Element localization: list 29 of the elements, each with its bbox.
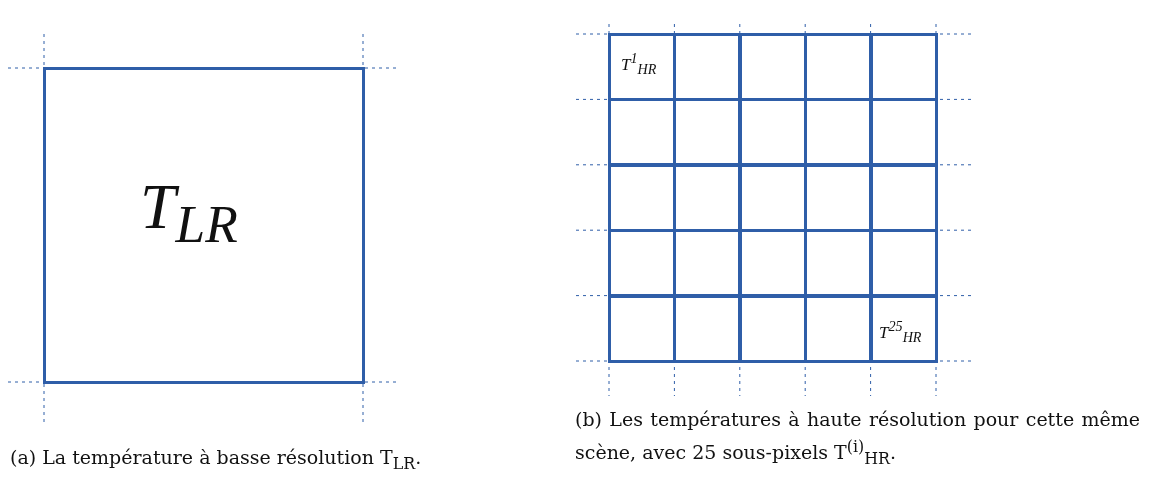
- grid-cell: [739, 229, 807, 297]
- grid-cell: [608, 295, 676, 363]
- grid-cell: [870, 33, 938, 101]
- grid-cell: [870, 164, 938, 232]
- grid-cell: [804, 98, 872, 166]
- grid-cell: [673, 98, 741, 166]
- grid-cell: [739, 98, 807, 166]
- grid-cell: [673, 164, 741, 232]
- figure-caption: (b) Les températures à haute résolution pour cette même scène, avec 25 sous-pixels T$^{(i)}$$_{HR}$.: [575, 407, 1140, 471]
- grid-cell: [608, 229, 676, 297]
- grid-cell: [870, 295, 938, 363]
- pixel-square: [43, 67, 365, 384]
- temperature-symbol: T$_{LR}$: [140, 170, 238, 255]
- grid-cell: [608, 164, 676, 232]
- grid-cell: [870, 98, 938, 166]
- grid-cell: [673, 33, 741, 101]
- grid-cell: [804, 33, 872, 101]
- grid-cell: [673, 295, 741, 363]
- grid-cell: [804, 295, 872, 363]
- grid-cell: [739, 164, 807, 232]
- figure-caption: (a) La température à basse résolution T$_{LR}$.: [10, 445, 423, 475]
- grid-cell: [739, 295, 807, 363]
- grid-cell: [804, 164, 872, 232]
- grid-cell: [673, 229, 741, 297]
- grid-cell: [870, 229, 938, 297]
- grid-cell: [608, 33, 676, 101]
- grid-cell: [739, 33, 807, 101]
- grid-cell: [608, 98, 676, 166]
- grid-cell: [804, 229, 872, 297]
